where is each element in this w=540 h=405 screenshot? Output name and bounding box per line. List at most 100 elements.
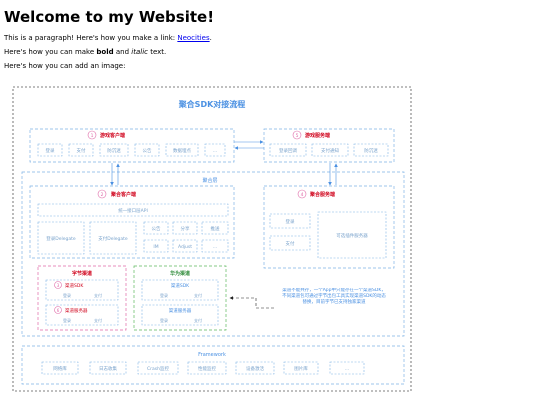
agg-client-num-badge — [97, 189, 107, 199]
sdk-flow-diagram-image: 聚合SDK对接流程 1 游戏客户端 登录 支付 防沉迷 公告 数据埋点 ... … — [12, 86, 412, 392]
agg-server-pay-box — [269, 235, 311, 251]
paragraph-formatting-suffix: text. — [147, 48, 167, 56]
framework-item: ... — [345, 367, 349, 372]
bytedance-server-box — [45, 304, 119, 326]
bold-text: bold — [96, 48, 114, 56]
game-server-num-badge — [292, 130, 302, 140]
page-content: Welcome to my Website! This is a paragra… — [0, 0, 540, 71]
paragraph-link: This is a paragraph! Here's how you make… — [4, 34, 536, 43]
agg-server-pay-label: 支付 — [286, 240, 295, 247]
framework-item: 图片库 — [294, 365, 308, 372]
agg-server-num-badge — [297, 189, 307, 199]
module-item: ... — [213, 245, 217, 250]
bytedance-channel-box — [37, 265, 127, 331]
agg-server-login-box — [269, 213, 311, 229]
huawei-server-box — [141, 304, 219, 326]
module-item: 公告 — [152, 225, 161, 232]
plugin-server-box — [317, 211, 387, 259]
note-text: 渠道不能共存，一个App中只能存在一个渠道SDK，不同渠道包可通过字节出包工具实… — [282, 288, 386, 305]
huawei-sdk-login: 登录 — [160, 292, 168, 298]
game-client-item: 登录 — [46, 147, 55, 154]
game-server-box — [263, 128, 395, 163]
game-server-label: 游戏服务端 — [305, 132, 330, 139]
game-client-box — [29, 128, 235, 163]
framework-item: 设备激活 — [246, 365, 264, 372]
module-item: 分享 — [181, 225, 190, 232]
neocities-link[interactable]: Neocities — [177, 34, 210, 42]
paragraph-link-prefix: This is a paragraph! Here's how you make… — [4, 34, 178, 42]
paragraph-formatting: Here's how you can make bold and italic … — [4, 48, 536, 57]
module-item: IM — [153, 244, 158, 250]
huawei-channel-box — [133, 265, 227, 331]
paragraph-formatting-mid: and — [113, 48, 132, 56]
bytedance-sdk-pay: 支付 — [94, 292, 102, 298]
game-client-item: 支付 — [77, 147, 86, 154]
huawei-server-pay: 支付 — [194, 317, 202, 323]
bytedance-sdk-login: 登录 — [63, 292, 71, 298]
note-arrow — [229, 296, 274, 309]
framework-label: Framework — [198, 352, 226, 358]
bytedance-sdk-num-badge — [54, 281, 62, 289]
agg-server-box — [263, 185, 395, 269]
aggregate-layer-label: 聚合层 — [202, 177, 217, 184]
bytedance-server-num-badge — [54, 306, 62, 314]
game-client-num-badge — [87, 130, 97, 140]
unified-api-label: 统一接口层API — [118, 207, 148, 214]
game-server-item: 登录回调 — [279, 147, 297, 154]
huawei-sdk-box — [141, 279, 219, 301]
plugin-server-label: 可选插件服务器 — [336, 232, 368, 239]
pay-delegate-label: 支付Delegate — [98, 235, 128, 242]
login-delegate-box — [37, 221, 85, 255]
login-delegate-label: 登录Delegate — [46, 235, 76, 242]
game-server-items: 登录回调 支付通知 防沉迷 — [269, 143, 389, 157]
agg-client-num: 2 — [101, 192, 104, 198]
framework-item: 网络库 — [53, 365, 67, 372]
game-server-item: 防沉迷 — [364, 147, 378, 154]
bytedance-server-login: 登录 — [63, 317, 71, 323]
bytedance-sdk-box — [45, 279, 119, 301]
agg-server-num: 4 — [301, 192, 304, 198]
bytedance-server-pay: 支付 — [94, 317, 102, 323]
bytedance-channel-label: 字节渠道 — [72, 270, 92, 277]
bytedance-sdk-label: 渠道SDK — [65, 282, 84, 289]
module-item: Adjust — [178, 244, 192, 250]
paragraph-image: Here's how you can add an image: — [4, 62, 126, 70]
agg-client-modules: 公告 分享 推送 IM Adjust ... — [143, 221, 229, 253]
agg-client-box — [29, 185, 235, 259]
huawei-sdk-label: 渠道SDK — [171, 282, 190, 289]
framework-item: 性能监控 — [198, 365, 216, 372]
game-client-item: 防沉迷 — [107, 147, 121, 154]
huawei-server-login: 登录 — [160, 317, 168, 323]
pay-delegate-box — [89, 221, 137, 255]
agg-server-label: 聚合服务端 — [309, 191, 335, 198]
framework-item: Crash监控 — [147, 365, 169, 372]
game-client-label: 游戏客户端 — [100, 132, 125, 139]
framework-items: 网络库 日志收集 Crash监控 性能监控 设备激活 图片库 ... — [41, 361, 365, 375]
aggregate-layer-box — [21, 171, 405, 337]
module-item: 推送 — [211, 225, 220, 232]
game-client-item: ... — [213, 149, 217, 154]
agg-client-label: 聚合客户端 — [110, 191, 136, 198]
italic-text: italic — [131, 48, 148, 56]
bytedance-sdk-num: 3 — [57, 283, 60, 288]
bytedance-server-label: 渠道服务器 — [65, 307, 88, 314]
framework-item: 日志收集 — [99, 365, 117, 372]
game-client-items: 登录 支付 防沉迷 公告 数据埋点 ... — [37, 143, 226, 157]
unified-api-box — [37, 203, 229, 217]
diagram-frame — [12, 86, 412, 392]
agg-server-login-label: 登录 — [286, 218, 295, 225]
game-client-item: 公告 — [143, 147, 152, 154]
game-client-item: 数据埋点 — [173, 147, 191, 154]
huawei-sdk-pay: 支付 — [194, 292, 202, 298]
huawei-channel-label: 华为渠道 — [170, 270, 190, 277]
diagram-title: 聚合SDK对接流程 — [178, 99, 246, 109]
game-client-num: 1 — [91, 133, 94, 139]
paragraph-link-suffix: . — [209, 34, 212, 42]
game-server-item: 支付通知 — [321, 147, 339, 154]
bytedance-server-num: 6 — [57, 308, 60, 313]
framework-box — [21, 345, 405, 385]
game-server-num: 5 — [296, 133, 299, 139]
page-title: Welcome to my Website! — [4, 8, 215, 26]
huawei-server-label: 渠道服务器 — [169, 307, 192, 314]
note-text-container: 渠道不能共存，一个App中只能存在一个渠道SDK，不同渠道包可通过字节出包工具实… — [282, 288, 386, 305]
